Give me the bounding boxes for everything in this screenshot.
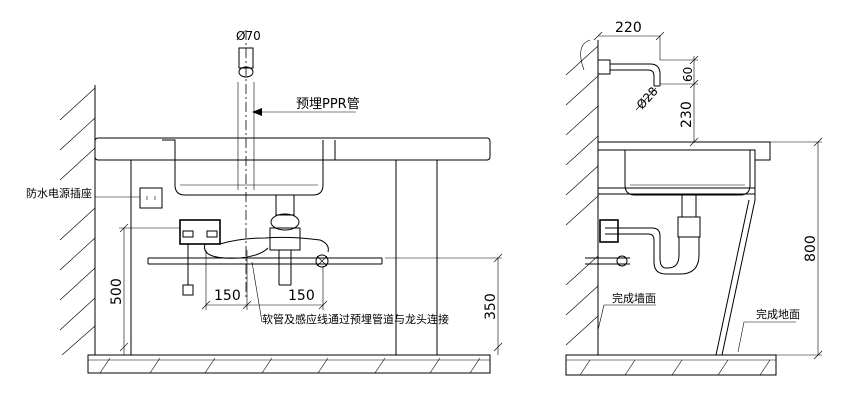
side-wall — [565, 39, 599, 355]
side-floor — [565, 354, 777, 376]
svg-text:150: 150 — [214, 288, 241, 304]
front-hose — [219, 236, 329, 253]
svg-text:150: 150 — [288, 288, 315, 304]
dim-800: 800 — [770, 137, 823, 360]
waterproof-socket — [139, 187, 163, 209]
socket-label: 防水电源插座 — [26, 186, 92, 200]
svg-text:230: 230 — [679, 101, 695, 128]
side-faucet — [597, 59, 661, 87]
side-drain-trap — [605, 194, 701, 275]
side-elevation: 220 60 230 Ø28 — [565, 20, 823, 376]
svg-text:500: 500 — [109, 278, 125, 305]
ppr-leader-arrow — [252, 108, 262, 116]
svg-text:800: 800 — [803, 235, 819, 262]
dim-500: 500 — [109, 223, 180, 355]
dim-150-pair: 150 150 — [201, 250, 328, 310]
svg-text:60: 60 — [681, 67, 695, 82]
dim-60-230: 60 230 — [660, 55, 699, 147]
front-basin — [162, 139, 336, 196]
finished-floor-label: 完成地面 — [756, 307, 800, 321]
front-floor — [87, 354, 491, 374]
front-elevation: Ø70 预埋PPR管 防水电源插座 — [26, 29, 503, 374]
svg-text:220: 220 — [615, 20, 642, 36]
front-cabinet — [130, 160, 438, 355]
front-countertop — [94, 137, 491, 161]
dim-350: 350 — [385, 253, 503, 355]
front-drain-trap — [269, 194, 301, 286]
front-diameter-label: Ø70 — [236, 29, 261, 43]
side-supply-valve — [585, 255, 630, 267]
conduit-note: 软管及感应线通过预埋管道与龙头连接 — [262, 312, 449, 326]
finished-wall-label: 完成墙面 — [612, 291, 656, 305]
ppr-pipe-label: 预埋PPR管 — [296, 97, 360, 112]
side-sensor-box — [599, 219, 619, 243]
dim-220: 220 — [593, 20, 665, 60]
sensor-control-box — [179, 219, 221, 245]
front-supply-line — [147, 254, 383, 268]
svg-text:350: 350 — [483, 293, 499, 320]
side-countertop — [598, 141, 771, 161]
front-left-wall — [59, 85, 96, 356]
